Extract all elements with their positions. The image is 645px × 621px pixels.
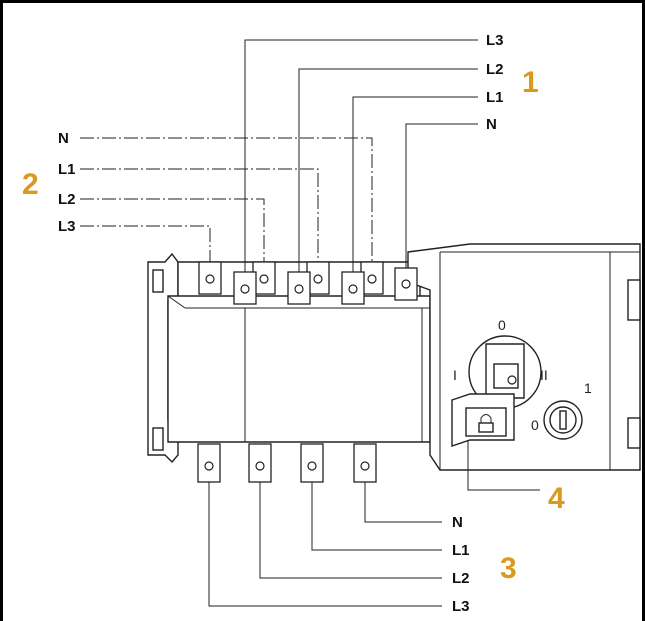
top-label-L3: L3	[486, 32, 504, 49]
top-label-N: N	[486, 116, 497, 133]
bottom-label-L2: L2	[452, 570, 470, 587]
bottom-label-N: N	[452, 514, 463, 531]
top-terminals-front	[233, 267, 418, 305]
top-label-L1: L1	[486, 89, 504, 106]
dial-position-I: I	[453, 367, 457, 383]
block-edge	[167, 295, 186, 309]
left-label-L2: L2	[58, 191, 76, 208]
dial-position-0: 0	[498, 317, 506, 333]
left-label-L3: L3	[58, 218, 76, 235]
housing-tab-lower	[627, 417, 641, 449]
bracket-slot-bottom	[152, 427, 164, 451]
housing-tab-upper	[627, 279, 641, 321]
bottom-label-L3: L3	[452, 598, 470, 615]
left-leader-lines	[80, 137, 373, 262]
left-label-L1: L1	[58, 161, 76, 178]
bottom-label-L1: L1	[452, 542, 470, 559]
bottom-leader-lines	[208, 482, 442, 607]
lock-position-1: 1	[584, 380, 592, 396]
key-lock-icon[interactable]	[543, 400, 583, 440]
dial-position-II: II	[540, 367, 548, 383]
handle-hub	[493, 363, 519, 389]
callout-2: 2	[22, 168, 39, 201]
callout-3: 3	[500, 552, 517, 585]
bracket-slot-top	[152, 269, 164, 293]
callout-4-leader	[467, 440, 540, 491]
bottom-terminals	[197, 443, 377, 483]
lock-position-0: 0	[531, 417, 539, 433]
padlock-icon	[478, 414, 494, 433]
callout-1: 1	[522, 66, 539, 99]
handle-screw	[507, 375, 517, 385]
top-leader-lines	[244, 39, 478, 272]
callout-4: 4	[548, 482, 565, 515]
main-block	[167, 295, 431, 443]
left-label-N: N	[58, 130, 69, 147]
top-label-L2: L2	[486, 61, 504, 78]
